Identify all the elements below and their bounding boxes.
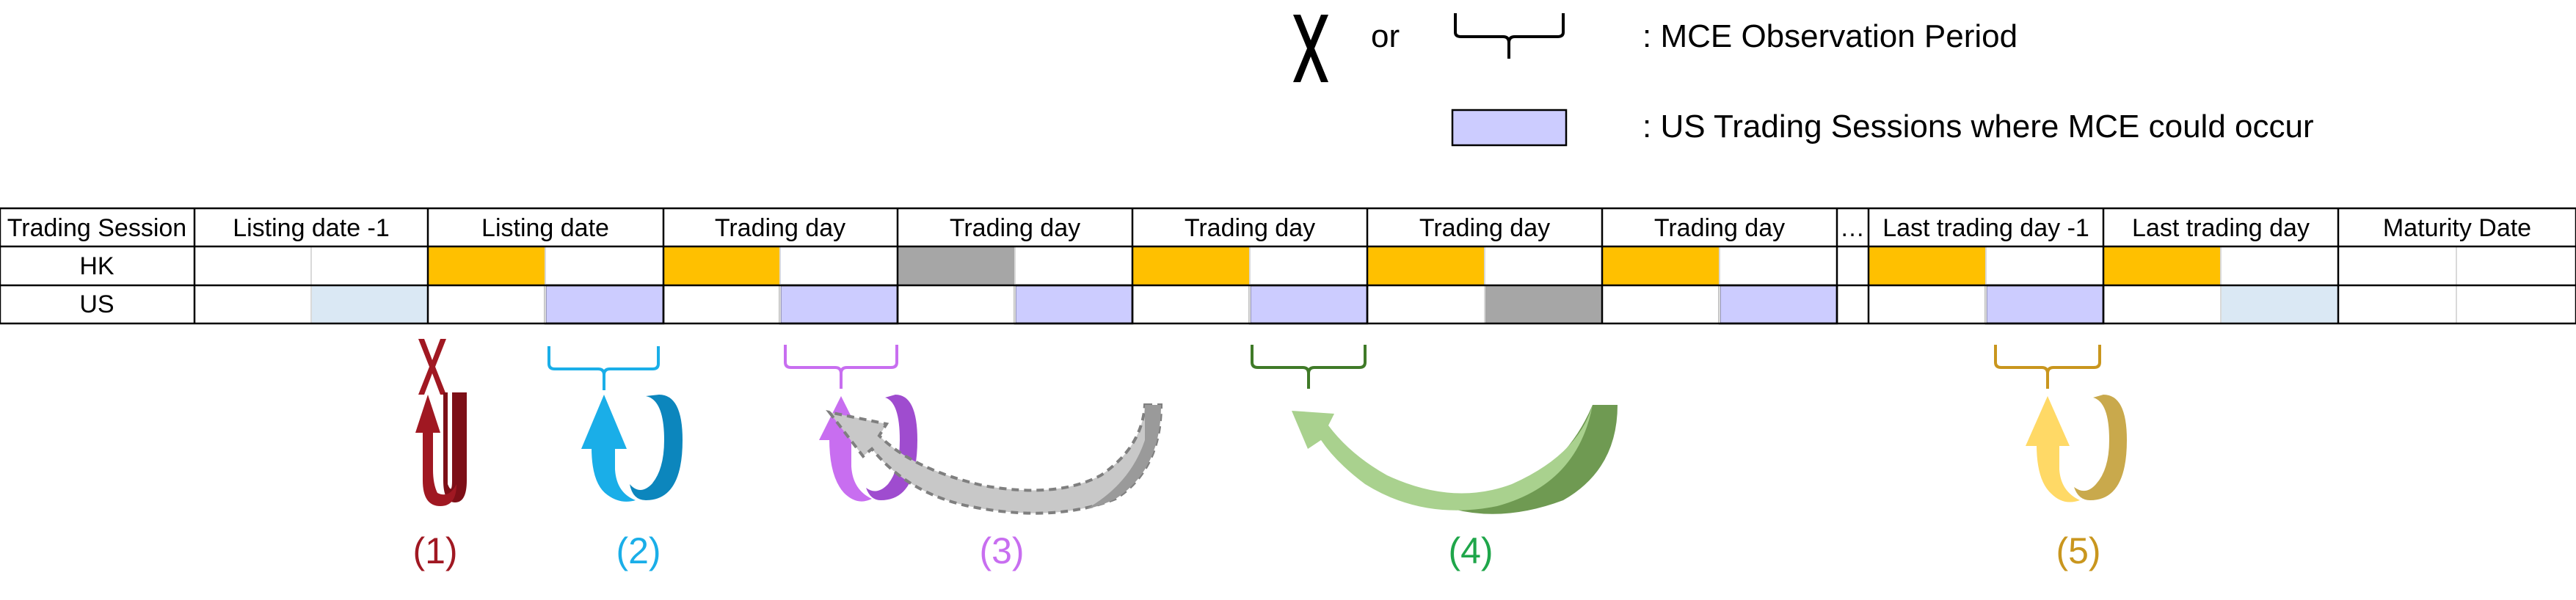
session-table: Trading Session Listing date -1 Listing … [0, 207, 2576, 325]
hk-session-cell-orange [2103, 246, 2221, 285]
loop-arrow-icon [581, 395, 683, 502]
us-cells [311, 284, 2338, 325]
hk-session-cell-orange [1132, 246, 1250, 285]
legend-sessions-text: : US Trading Sessions where MCE could oc… [1642, 109, 2314, 144]
header-maturity-date: Maturity Date [2383, 214, 2531, 242]
legend-observation-text: : MCE Observation Period [1642, 18, 2017, 54]
header-last-trading-day: Last trading day [2132, 214, 2310, 242]
header-last-trading-day-minus-1: Last trading day -1 [1882, 214, 2089, 242]
brace-icon [1454, 13, 1565, 59]
brace-icon [784, 345, 898, 389]
legend-or-text: or [1371, 18, 1400, 54]
case-1: (1) [412, 339, 467, 571]
us-session-cell-lavender [1718, 284, 1838, 325]
us-session-cell-lavender [1014, 284, 1134, 325]
us-session-cell-gray [1485, 285, 1602, 323]
case-2: (2) [547, 346, 683, 571]
header-listing-date-minus-1: Listing date -1 [233, 214, 390, 242]
us-session-cell-lightblue [311, 285, 428, 323]
loop-arrow-icon [2026, 395, 2127, 502]
row-label-us: US [79, 290, 114, 318]
header-ellipsis: … [1840, 214, 1865, 242]
hk-cells [428, 246, 2221, 285]
header-trading-day-3: Trading day [1185, 214, 1315, 242]
case-label-5: (5) [2056, 530, 2100, 571]
arc-arrow-icon [1292, 405, 1618, 514]
header-trading-day-4: Trading day [1419, 214, 1550, 242]
case-label-4: (4) [1448, 530, 1493, 571]
hk-session-cell-orange [1602, 246, 1720, 285]
case-4: (4) [1251, 345, 1618, 571]
hk-session-cell-orange [1367, 246, 1485, 285]
brace-icon [1994, 345, 2101, 389]
x-mark-icon [1293, 15, 1328, 82]
brace-icon [547, 346, 660, 390]
case-3: (3) [784, 345, 1163, 571]
hk-session-cell-orange [428, 246, 545, 285]
hk-session-cell-orange [1869, 246, 1986, 285]
header-listing-date: Listing date [481, 214, 609, 242]
case-5: (5) [1994, 345, 2127, 571]
us-session-cell-lavender [1984, 284, 2105, 325]
table-frame [0, 207, 2576, 325]
x-mark-icon [418, 339, 446, 395]
header-trading-session: Trading Session [7, 214, 186, 242]
brace-icon [1251, 345, 1367, 389]
hk-session-cell-orange [663, 246, 780, 285]
header-trading-day-1: Trading day [715, 214, 845, 242]
case-label-2: (2) [616, 530, 661, 571]
legend: or : MCE Observation Period : US Trading… [1293, 13, 2314, 147]
hk-session-cell-gray [898, 246, 1015, 285]
loop-arrow-icon [415, 392, 467, 506]
row-label-hk: HK [79, 252, 114, 280]
case-label-3: (3) [979, 530, 1024, 571]
header-trading-day-2: Trading day [950, 214, 1080, 242]
us-session-cell-lavender [1248, 284, 1369, 325]
us-session-cell-lavender [779, 284, 899, 325]
dashed-arrow-icon [826, 403, 1163, 515]
header-trading-day-5: Trading day [1654, 214, 1785, 242]
us-session-cell-lavender [544, 284, 665, 325]
us-session-cell-lightblue [2221, 285, 2338, 323]
case-label-1: (1) [412, 530, 457, 571]
legend-session-swatch [1451, 109, 1568, 147]
